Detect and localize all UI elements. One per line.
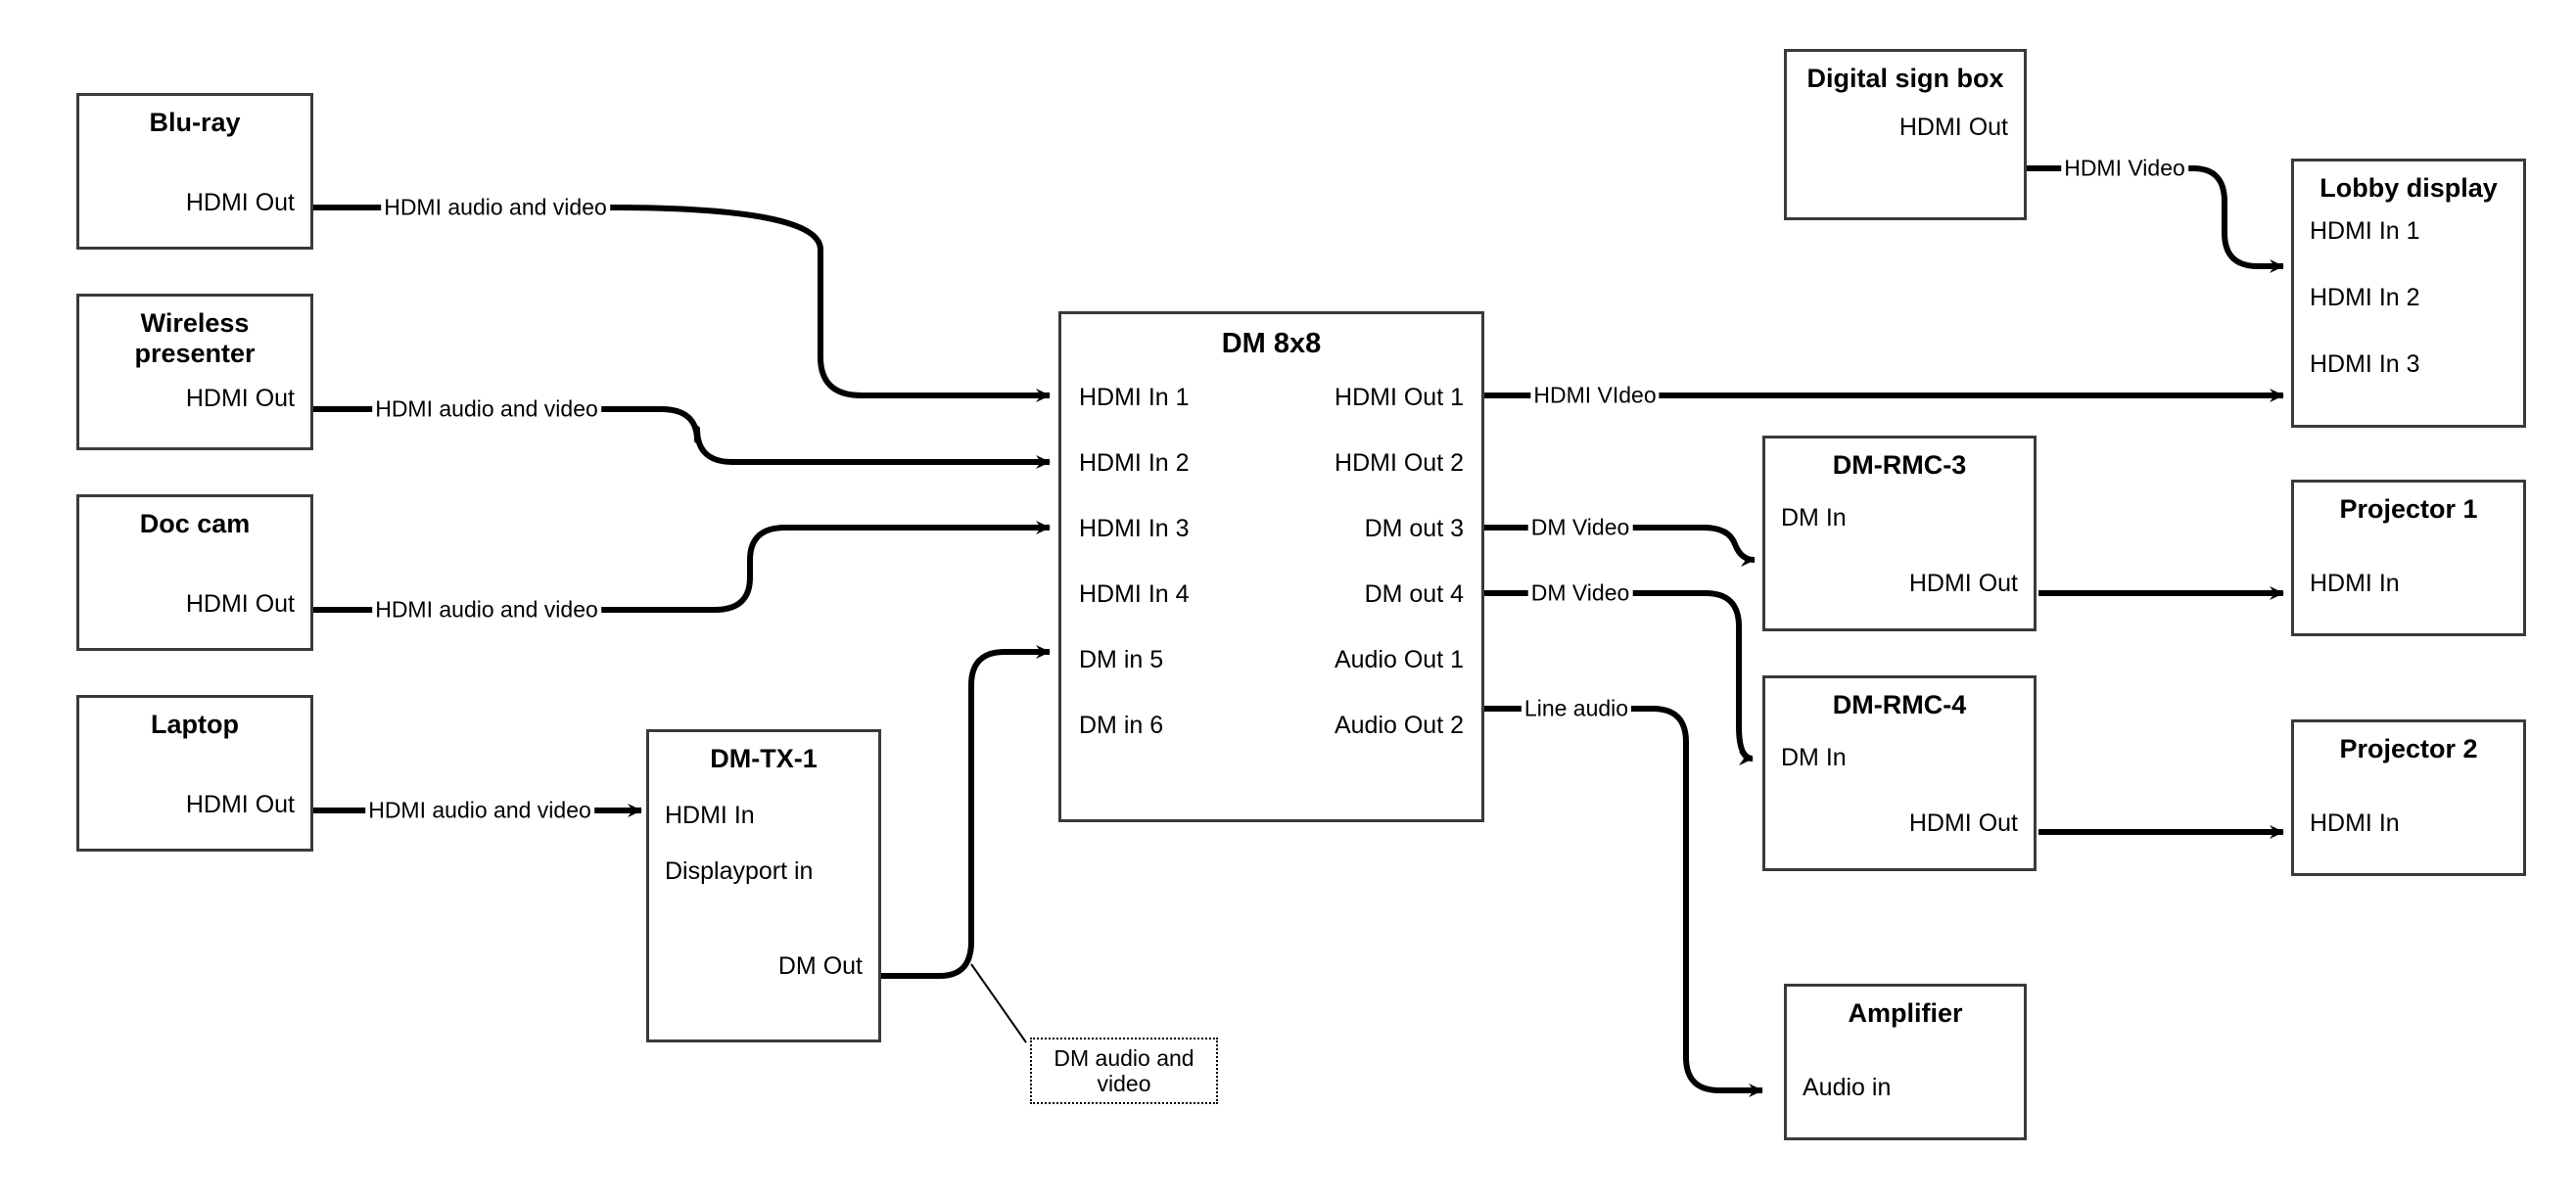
node-title: DM-RMC-3 bbox=[1832, 450, 1967, 480]
node-projector-2[interactable]: Projector 2 HDMI In bbox=[2291, 719, 2526, 876]
node-dm-rmc-3[interactable]: DM-RMC-3 DM In HDMI Out bbox=[1762, 436, 2037, 631]
wire-dm8x8-to-rmc3 bbox=[1484, 525, 1756, 567]
callout-text: DM audio and video bbox=[1054, 1044, 1194, 1096]
edge-label-hdmi-video-sign: HDMI Video bbox=[2061, 155, 2188, 182]
node-title: Amplifier bbox=[1848, 998, 1963, 1028]
node-title: Wireless presenter bbox=[134, 308, 256, 369]
port-hdmi-in-3: HDMI In 3 bbox=[1079, 515, 1190, 542]
port-displayport-in: Displayport in bbox=[665, 857, 814, 885]
port-hdmi-in: HDMI In bbox=[2310, 809, 2400, 837]
port-hdmi-in-1: HDMI In 1 bbox=[2310, 217, 2420, 246]
port-hdmi-out: HDMI Out bbox=[185, 189, 295, 216]
port-audio-out-1: Audio Out 1 bbox=[1334, 646, 1464, 673]
node-lobby-display[interactable]: Lobby display HDMI In 1 HDMI In 2 HDMI I… bbox=[2291, 159, 2526, 428]
node-laptop[interactable]: Laptop HDMI Out bbox=[76, 695, 313, 852]
callout-leader-line bbox=[970, 963, 1027, 1043]
edge-label-doccam: HDMI audio and video bbox=[372, 596, 601, 624]
port-hdmi-in: HDMI In bbox=[665, 802, 755, 829]
node-dm-rmc-4[interactable]: DM-RMC-4 DM In HDMI Out bbox=[1762, 675, 2037, 871]
wire-dmtx1-to-dm8x8 bbox=[881, 645, 1051, 979]
node-title: Doc cam bbox=[139, 509, 251, 538]
wire-bluray-to-dm8x8 bbox=[313, 205, 1051, 402]
port-audio-out-2: Audio Out 2 bbox=[1334, 712, 1464, 739]
node-title: DM-TX-1 bbox=[710, 744, 818, 773]
wire-dm8x8-to-rmc4 bbox=[1484, 590, 1754, 765]
node-title: Laptop bbox=[151, 710, 239, 739]
port-audio-in: Audio in bbox=[1803, 1074, 1892, 1101]
wire-doccam-to-dm8x8 bbox=[313, 521, 1051, 613]
node-amplifier[interactable]: Amplifier Audio in bbox=[1784, 984, 2027, 1140]
edge-label-dm-video-3: DM Video bbox=[1527, 514, 1633, 541]
edge-label-wireless: HDMI audio and video bbox=[372, 395, 601, 423]
port-hdmi-in: HDMI In bbox=[2310, 570, 2400, 597]
node-projector-1[interactable]: Projector 1 HDMI In bbox=[2291, 480, 2526, 636]
port-dm-in-5: DM in 5 bbox=[1079, 646, 1164, 673]
node-title: DM-RMC-4 bbox=[1832, 690, 1967, 719]
node-digital-sign-box[interactable]: Digital sign box HDMI Out bbox=[1784, 49, 2027, 220]
node-title: Projector 1 bbox=[2339, 494, 2478, 524]
port-hdmi-in-3: HDMI In 3 bbox=[2310, 350, 2420, 379]
port-hdmi-out-1: HDMI Out 1 bbox=[1335, 384, 1464, 411]
port-hdmi-out-2: HDMI Out 2 bbox=[1335, 449, 1464, 477]
port-dm-out-3: DM out 3 bbox=[1364, 515, 1464, 542]
node-title: Digital sign box bbox=[1806, 64, 2004, 93]
wire-signbox-to-lobby bbox=[1890, 165, 2284, 273]
port-dm-in: DM In bbox=[1781, 504, 1847, 531]
edge-label-hdmi-video-out1: HDMI VIdeo bbox=[1530, 382, 1660, 409]
node-dm-8x8[interactable]: DM 8x8 HDMI In 1 HDMI In 2 HDMI In 3 HDM… bbox=[1058, 311, 1484, 822]
node-title: Blu-ray bbox=[149, 108, 241, 137]
node-title: Lobby display bbox=[2319, 173, 2498, 203]
port-hdmi-out: HDMI Out bbox=[1908, 570, 2018, 597]
port-dm-in: DM In bbox=[1781, 744, 1847, 771]
port-hdmi-out: HDMI Out bbox=[1898, 114, 2008, 142]
port-hdmi-out: HDMI Out bbox=[1908, 809, 2018, 837]
node-title: Projector 2 bbox=[2339, 734, 2478, 763]
node-doc-cam[interactable]: Doc cam HDMI Out bbox=[76, 494, 313, 651]
edge-label-dm-video-4: DM Video bbox=[1527, 579, 1633, 607]
port-hdmi-out: HDMI Out bbox=[185, 385, 295, 413]
node-dm-tx-1[interactable]: DM-TX-1 HDMI In Displayport in DM Out bbox=[646, 729, 881, 1042]
port-hdmi-in-4: HDMI In 4 bbox=[1079, 580, 1190, 608]
port-hdmi-in-1: HDMI In 1 bbox=[1079, 384, 1190, 411]
edge-label-laptop: HDMI audio and video bbox=[365, 797, 594, 824]
port-dm-in-6: DM in 6 bbox=[1079, 712, 1164, 739]
edge-label-bluray: HDMI audio and video bbox=[381, 194, 610, 221]
port-hdmi-in-2: HDMI In 2 bbox=[2310, 284, 2420, 312]
node-title: DM 8x8 bbox=[1221, 328, 1322, 359]
wire-wireless-to-dm8x8 bbox=[313, 406, 1051, 469]
port-hdmi-in-2: HDMI In 2 bbox=[1079, 449, 1190, 477]
wire-dm8x8-to-amp bbox=[1484, 706, 1763, 1097]
node-wireless-presenter[interactable]: Wireless presenter HDMI Out bbox=[76, 294, 313, 450]
port-dm-out: DM Out bbox=[777, 952, 863, 980]
node-bluray[interactable]: Blu-ray HDMI Out bbox=[76, 93, 313, 250]
port-hdmi-out: HDMI Out bbox=[185, 791, 295, 818]
port-dm-out-4: DM out 4 bbox=[1364, 580, 1464, 608]
callout-dm-audio-and-video: DM audio and video bbox=[1030, 1038, 1218, 1104]
edge-label-line-audio: Line audio bbox=[1521, 695, 1632, 722]
port-hdmi-out: HDMI Out bbox=[185, 590, 295, 618]
